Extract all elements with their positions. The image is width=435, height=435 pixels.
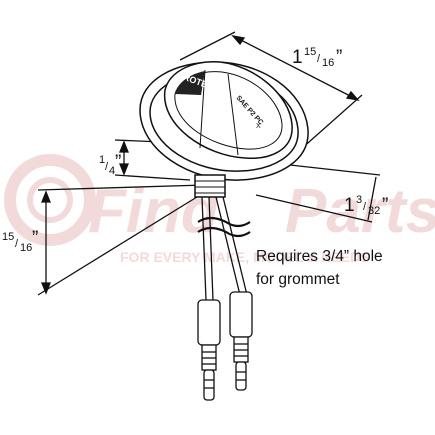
dim-height-slash: / — [15, 238, 19, 250]
dim-width-unit: ” — [382, 195, 388, 216]
dim-length-label: 1 15 / 16 ” — [292, 46, 342, 69]
watermark-brand-suffix: Parts — [285, 177, 435, 246]
dim-width-slash: / — [363, 201, 367, 213]
dim-depth-unit: ” — [115, 152, 121, 173]
dim-width-label: 1 3 / 32 ” — [344, 194, 388, 217]
dim-length-num: 15 — [304, 46, 316, 58]
lamp-neck — [194, 174, 226, 198]
dim-depth-label: 1 / 4 ” — [99, 152, 121, 177]
lamp-code-label: X — [256, 123, 261, 130]
dim-length-slash: / — [317, 53, 321, 65]
watermark: Find Parts FOR EVERY MAKE, MODEL & NEEDS — [4, 154, 435, 265]
grommet-note-line2: for grommet — [256, 271, 340, 288]
dimension-lines — [37, 31, 381, 296]
dim-length-whole: 1 — [292, 47, 303, 68]
grommet-note-line1: Requires 3/4” hole — [256, 248, 383, 265]
dim-length-unit: ” — [336, 47, 342, 68]
watermark-tagline: FOR EVERY MAKE, MODEL & NEEDS — [120, 249, 369, 265]
dim-width-den: 32 — [368, 205, 380, 217]
dim-height-unit: ” — [32, 228, 38, 249]
dim-width-whole: 1 — [344, 195, 355, 216]
dim-width-num: 3 — [356, 194, 362, 206]
connector-left — [197, 299, 221, 401]
dim-depth-den: 4 — [109, 165, 115, 177]
dim-length-den: 16 — [322, 57, 334, 69]
dim-depth-slash: / — [105, 161, 109, 173]
gear-wheel-icon — [4, 154, 96, 246]
dim-depth-num: 1 — [99, 154, 105, 166]
dim-height-den: 16 — [20, 242, 32, 254]
lamp-body — [139, 61, 309, 198]
connector-right — [229, 291, 253, 391]
dim-height-num: 15 — [2, 231, 14, 243]
wires — [197, 196, 251, 301]
dim-height-label: 15 / 16 ” — [2, 228, 38, 254]
